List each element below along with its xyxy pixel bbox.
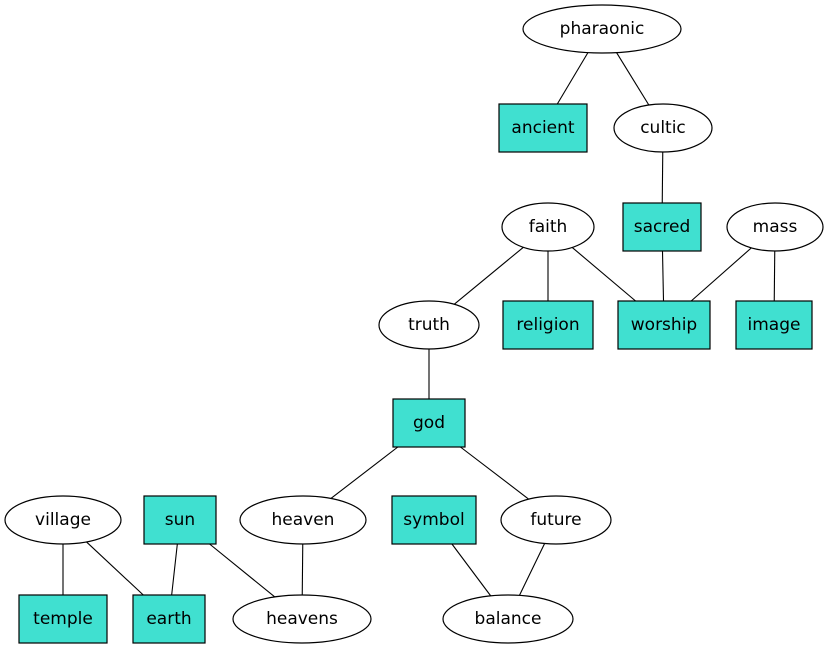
node-mass-ellipse	[726, 202, 824, 252]
node-sun: sun	[143, 495, 217, 545]
node-pharaonic: pharaonic	[522, 4, 682, 54]
node-ancient-label: ancient	[511, 118, 574, 138]
node-heavens-ellipse	[232, 594, 372, 644]
node-god: god	[392, 398, 466, 448]
node-earth-box	[132, 594, 206, 644]
node-temple-box	[18, 594, 108, 644]
edge-cultic-sacred	[661, 151, 664, 204]
edge-sacred-worship	[661, 250, 665, 302]
node-earth-label: earth	[146, 609, 191, 629]
node-truth: truth	[378, 300, 480, 350]
node-religion-label: religion	[516, 315, 579, 335]
node-mass: mass	[726, 202, 824, 252]
edge-symbol-balance	[451, 543, 492, 597]
node-cultic-ellipse	[613, 103, 713, 153]
node-heavens: heavens	[232, 594, 372, 644]
node-worship-box	[617, 300, 711, 350]
node-balance-label: balance	[475, 609, 542, 629]
node-heavens-label: heavens	[266, 609, 338, 629]
node-ancient-box	[498, 103, 588, 153]
edge-faith-truth	[453, 246, 524, 305]
node-balance-ellipse	[442, 594, 574, 644]
node-worship: worship	[617, 300, 711, 350]
edge-layer	[62, 52, 776, 598]
node-heaven-label: heaven	[272, 510, 335, 530]
node-worship-label: worship	[631, 315, 697, 335]
node-image: image	[735, 300, 813, 350]
node-village-label: village	[35, 510, 91, 530]
node-earth: earth	[132, 594, 206, 644]
node-faith-label: faith	[529, 217, 568, 237]
edge-pharaonic-cultic	[616, 52, 650, 106]
node-sacred: sacred	[622, 202, 702, 252]
node-balance: balance	[442, 594, 574, 644]
node-symbol-label: symbol	[403, 510, 464, 530]
node-sun-box	[143, 495, 217, 545]
node-temple: temple	[18, 594, 108, 644]
node-image-box	[735, 300, 813, 350]
node-religion-box	[502, 300, 594, 350]
edge-heaven-heavens	[301, 543, 304, 596]
edge-faith-worship	[571, 246, 636, 302]
node-symbol-box	[391, 495, 477, 545]
node-temple-label: temple	[33, 609, 93, 629]
node-faith: faith	[501, 202, 595, 252]
edge-sun-earth	[171, 543, 178, 596]
node-god-box	[392, 398, 466, 448]
edge-mass-image	[773, 250, 776, 302]
node-god-label: god	[413, 413, 445, 433]
node-pharaonic-label: pharaonic	[560, 19, 645, 39]
edge-sun-heavens	[209, 543, 276, 598]
edge-pharaonic-ancient	[556, 52, 589, 105]
node-cultic-label: cultic	[640, 118, 686, 138]
node-image-label: image	[748, 315, 801, 335]
node-religion: religion	[502, 300, 594, 350]
node-village: village	[4, 495, 122, 545]
node-sun-label: sun	[165, 510, 195, 530]
edge-village-earth	[86, 541, 144, 596]
node-symbol: symbol	[391, 495, 477, 545]
node-truth-label: truth	[408, 315, 450, 335]
node-heaven-ellipse	[239, 495, 367, 545]
node-heaven: heaven	[239, 495, 367, 545]
node-cultic: cultic	[613, 103, 713, 153]
edge-mass-worship	[690, 247, 752, 302]
node-mass-label: mass	[753, 217, 798, 237]
edge-future-balance	[518, 543, 546, 596]
node-faith-ellipse	[501, 202, 595, 252]
edge-god-heaven	[330, 446, 399, 499]
node-ancient: ancient	[498, 103, 588, 153]
node-truth-ellipse	[378, 300, 480, 350]
node-layer: pharaonic ancient cultic faith sacred mass tru…	[4, 4, 824, 644]
node-future-label: future	[530, 510, 581, 530]
edge-god-future	[460, 446, 530, 500]
node-village-ellipse	[4, 495, 122, 545]
node-future: future	[500, 495, 612, 545]
node-pharaonic-ellipse	[522, 4, 682, 54]
node-sacred-label: sacred	[634, 217, 691, 237]
node-sacred-box	[622, 202, 702, 252]
node-future-ellipse	[500, 495, 612, 545]
